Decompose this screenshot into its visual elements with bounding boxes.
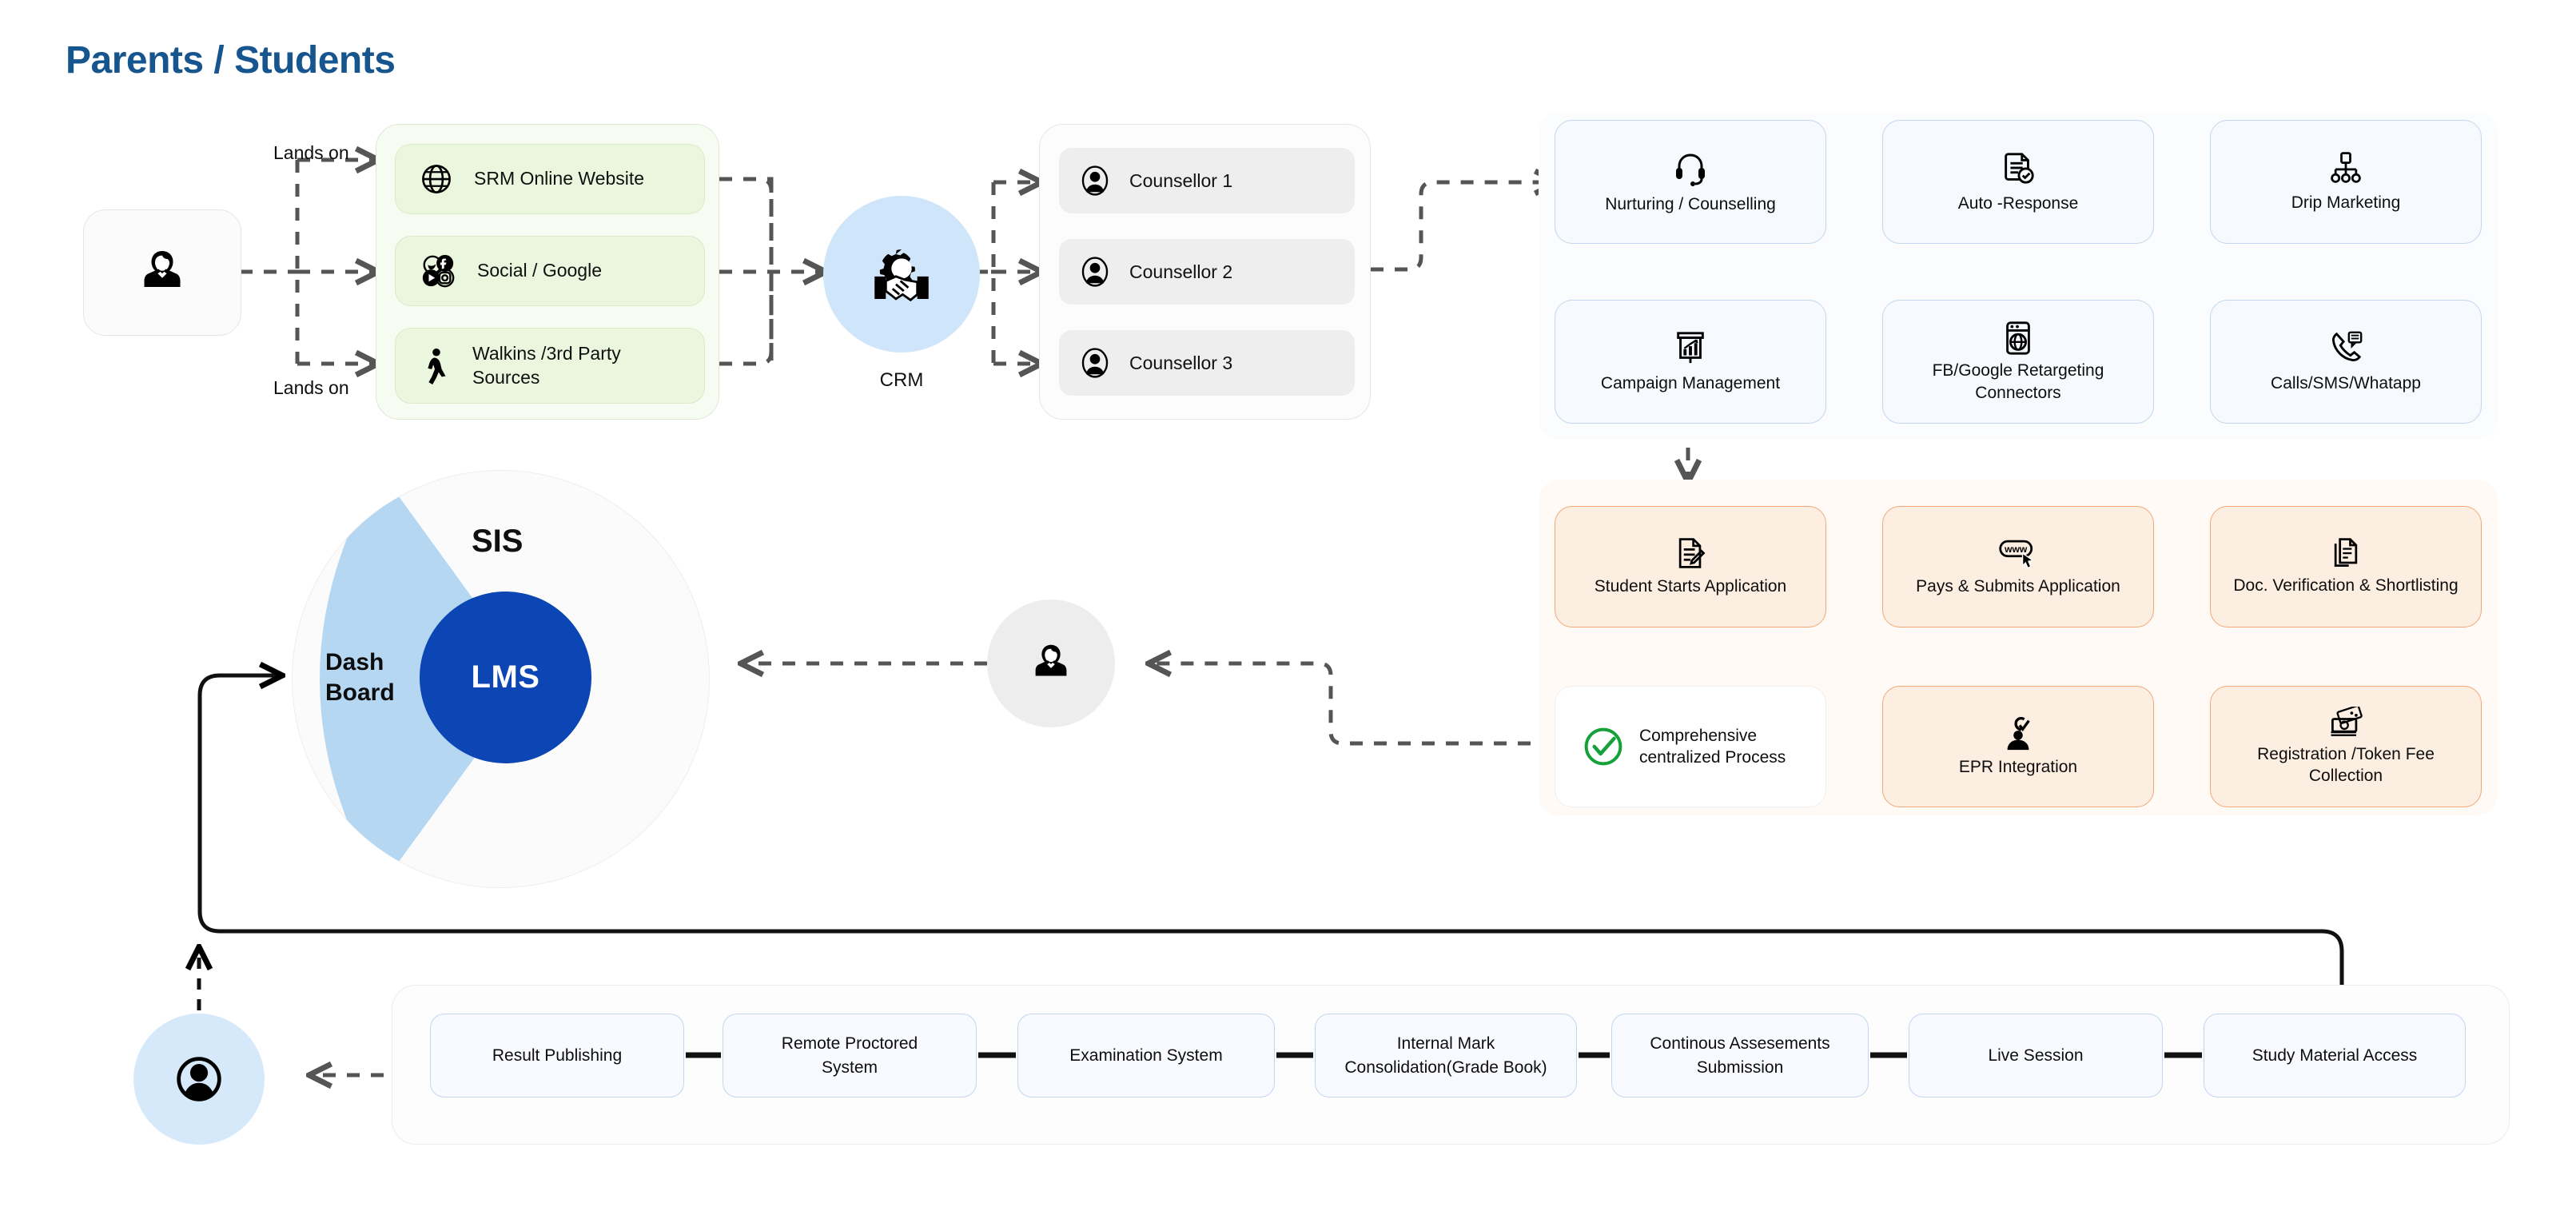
marketing-box-label: Calls/SMS/Whatapp (2271, 373, 2421, 392)
source-label: SRM Online Website (474, 168, 645, 189)
marketing-box-fb-google-retargeting[interactable]: FB/Google Retargeting Connectors (1882, 300, 2154, 424)
marketing-box-drip-marketing[interactable]: Drip Marketing (2210, 120, 2482, 244)
source-card-srm-online-website[interactable]: SRM Online Website (395, 144, 705, 214)
marketing-box-label: FB/Google Retargeting Connectors (1932, 361, 2104, 402)
counsellor-card-2[interactable]: Counsellor 2 (1059, 239, 1355, 305)
counsellor-label: Counsellor 3 (1129, 352, 1233, 373)
crm-handshake-gear-icon (874, 249, 929, 302)
social-cluster-icon (422, 254, 455, 288)
admission-box-student-starts-application[interactable]: Student Starts Application (1555, 506, 1826, 627)
walking-person-icon (428, 348, 446, 384)
globe-icon (422, 165, 451, 193)
admission-box-label: Registration /Token Fee Collection (2257, 744, 2435, 785)
lms-system-label: Study Material Access (2252, 1046, 2418, 1065)
counsellor-card-1[interactable]: Counsellor 1 (1059, 148, 1355, 213)
lms-system-study-material-access[interactable]: Study Material Access (2204, 1014, 2466, 1097)
admission-box-registration-token-fee-collection[interactable]: Registration /Token Fee Collection (2210, 686, 2482, 807)
cash-icon (2331, 706, 2363, 736)
marketing-box-label: Campaign Management (1600, 373, 1781, 392)
person-circle-icon (1081, 165, 1109, 196)
lms-circle[interactable]: LMS (420, 592, 591, 763)
dashboard-label: Dash Board (325, 647, 445, 707)
www-cursor-icon: www (1999, 540, 2035, 569)
dashboard-label-text: Dash Board (325, 649, 395, 706)
counsellor-label: Counsellor 1 (1129, 169, 1233, 191)
marketing-box-calls-sms-whatsapp[interactable]: Calls/SMS/Whatapp (2210, 300, 2482, 424)
person-in-suit-icon (1035, 644, 1067, 676)
lms-system-continous-assesements-submission[interactable]: Continous Assesements Submission (1611, 1014, 1869, 1097)
lms-system-internal-mark-consolidation[interactable]: Internal Mark Consolidation(Grade Book) (1315, 1014, 1577, 1097)
source-label: Walkins /3rd Party Sources (472, 343, 621, 388)
presentation-chart-icon (1677, 332, 1704, 364)
lms-label: LMS (471, 659, 540, 695)
admission-box-comprehensive-centralized-process[interactable]: Comprehensive centralized Process (1555, 686, 1826, 807)
counsellor-card-3[interactable]: Counsellor 3 (1059, 330, 1355, 396)
lms-system-label: Continous Assesements Submission (1650, 1034, 1830, 1077)
counsellor-label: Counsellor 2 (1129, 261, 1233, 282)
admission-box-label: Student Starts Application (1594, 577, 1787, 596)
person-circle-icon (1081, 348, 1109, 378)
admission-box-label: Comprehensive centralized Process (1639, 726, 1786, 767)
lms-system-live-session[interactable]: Live Session (1909, 1014, 2163, 1097)
mid-user-avatar (987, 600, 1115, 727)
admission-box-pays-submits-application[interactable]: www Pays & Submits Application (1882, 506, 2154, 627)
lms-system-label: Live Session (1988, 1046, 2084, 1065)
entry-user-avatar (83, 209, 241, 336)
admission-box-label: EPR Integration (1958, 758, 2078, 777)
document-edit-icon (1678, 538, 1706, 569)
lms-system-label: Remote Proctored System (781, 1034, 918, 1077)
browser-globe-icon (2006, 321, 2030, 355)
admission-box-label: Pays & Submits Application (1916, 577, 2120, 596)
phone-chat-icon (2332, 331, 2363, 361)
student-avatar (133, 1014, 265, 1145)
source-label: Social / Google (477, 260, 602, 281)
sis-label: SIS (472, 524, 524, 559)
person-in-suit-icon (144, 251, 181, 287)
admission-box-epr-integration[interactable]: EPR Integration (1882, 686, 2154, 807)
crm-label: CRM (879, 369, 924, 391)
lms-system-remote-proctored-system[interactable]: Remote Proctored System (723, 1014, 977, 1097)
lands-on-label-bottom: Lands on (273, 377, 349, 398)
hierarchy-icon (2331, 152, 2361, 183)
marketing-box-label: Nurturing / Counselling (1605, 194, 1776, 213)
lms-system-label: Examination System (1069, 1046, 1223, 1065)
lms-system-label: Internal Mark Consolidation(Grade Book) (1344, 1034, 1547, 1077)
documents-stack-icon (2334, 538, 2358, 568)
admission-box-label: Doc. Verification & Shortlisting (2233, 576, 2459, 596)
document-check-icon (2005, 153, 2034, 184)
green-check-circle-icon (1584, 727, 1622, 766)
marketing-box-campaign-management[interactable]: Campaign Management (1555, 300, 1826, 424)
lms-system-examination-system[interactable]: Examination System (1017, 1014, 1275, 1097)
marketing-box-label: Auto -Response (1957, 193, 2079, 213)
person-avatar-icon (177, 1057, 221, 1101)
admission-box-doc-verification-shortlisting[interactable]: Doc. Verification & Shortlisting (2210, 506, 2482, 627)
source-card-walkins-3rd-party[interactable]: Walkins /3rd Party Sources (395, 328, 705, 404)
svg-text:www: www (2004, 544, 2028, 555)
headset-icon (1676, 153, 1705, 186)
marketing-box-auto-response[interactable]: Auto -Response (1882, 120, 2154, 244)
marketing-box-nurturing-counselling[interactable]: Nurturing / Counselling (1555, 120, 1826, 244)
crm-node[interactable] (823, 196, 980, 353)
erp-check-icon (2007, 717, 2030, 751)
source-card-social-google[interactable]: Social / Google (395, 236, 705, 306)
lms-system-label: Result Publishing (492, 1046, 623, 1065)
lms-system-result-publishing[interactable]: Result Publishing (430, 1014, 684, 1097)
page-title: Parents / Students (66, 39, 396, 82)
person-circle-icon (1081, 257, 1109, 287)
lands-on-label-top: Lands on (273, 142, 349, 163)
marketing-box-label: Drip Marketing (2291, 193, 2401, 212)
